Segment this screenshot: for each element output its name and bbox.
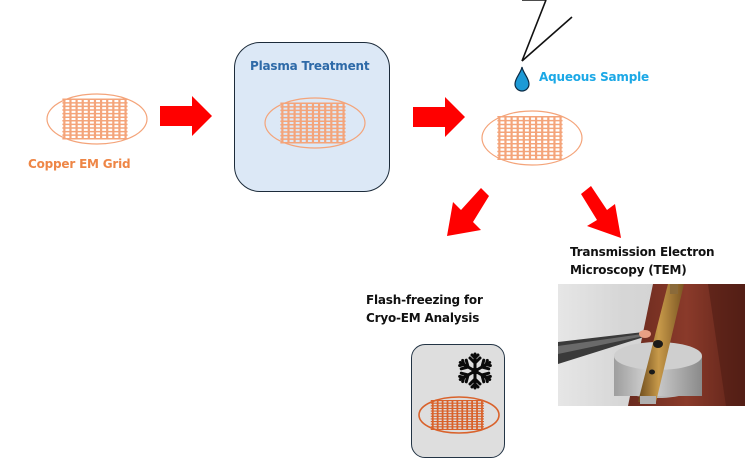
snowflake-icon [458,352,492,390]
grid-mesh [497,115,563,161]
grid-rim [46,93,148,145]
plasma-treatment-label: Plasma Treatment [250,59,370,73]
pipette-icon [521,0,573,62]
grid-rim [264,97,366,149]
arrow-icon [581,186,621,238]
tem-holder-photo [558,284,745,406]
copper-grid-frozen [418,396,500,434]
copper-grid-1 [46,93,148,145]
grid-mesh [280,102,346,144]
aqueous-sample-label: Aqueous Sample [539,70,649,84]
tem-label: Transmission Electron Microscopy (TEM) [570,245,715,277]
copper-grid-2 [264,97,366,149]
cryo-em-label: Flash-freezing for Cryo-EM Analysis [366,293,483,325]
copper-grid-label: Copper EM Grid [28,157,131,171]
droplet-icon [514,66,530,92]
arrow-icon [413,97,465,137]
grid-mesh [430,400,484,430]
copper-grid-3 [481,110,583,166]
arrow-icon [447,188,489,236]
grid-rim [481,110,583,166]
grid-rim [418,396,500,434]
arrow-icon [160,96,212,136]
grid-mesh [62,98,128,140]
